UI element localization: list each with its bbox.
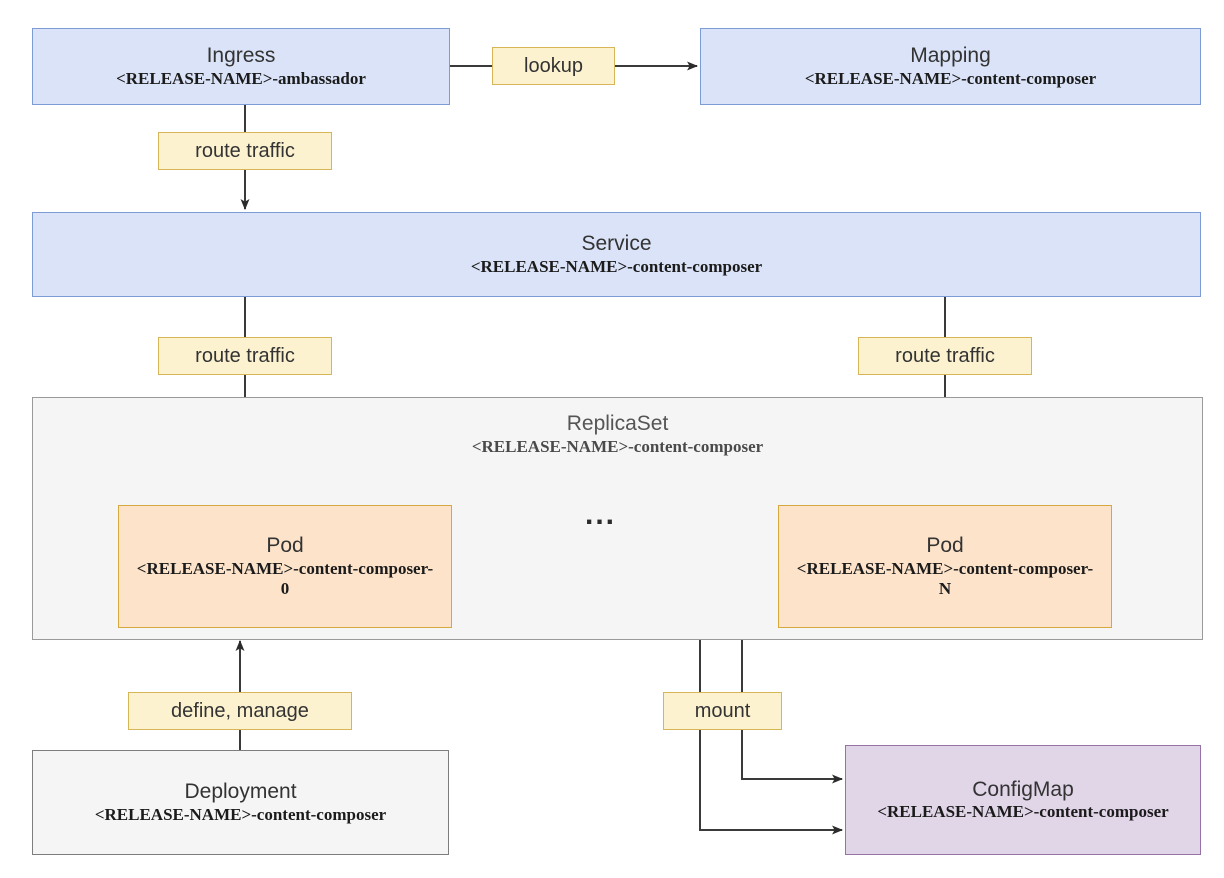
node-mapping[interactable]: Mapping <RELEASE-NAME>-content-composer [700, 28, 1201, 105]
pod-last-subtitle: <RELEASE-NAME>-content-composer-N [796, 558, 1094, 598]
edge-label-route-traffic-ingress-service[interactable]: route traffic [158, 132, 332, 170]
node-pod-first[interactable]: Pod <RELEASE-NAME>-content-composer-0 [118, 505, 452, 628]
edge-label-route-traffic-service-pod-last[interactable]: route traffic [858, 337, 1032, 375]
service-title: Service [581, 232, 652, 256]
node-service[interactable]: Service <RELEASE-NAME>-content-composer [32, 212, 1201, 297]
pod-last-title: Pod [926, 534, 964, 558]
mapping-subtitle: <RELEASE-NAME>-content-composer [804, 68, 1097, 88]
node-configmap[interactable]: ConfigMap <RELEASE-NAME>-content-compose… [845, 745, 1201, 855]
edge-label-define-manage[interactable]: define, manage [128, 692, 352, 730]
edge-label-lookup[interactable]: lookup [492, 47, 615, 85]
ingress-subtitle: <RELEASE-NAME>-ambassador [116, 68, 366, 88]
mapping-title: Mapping [910, 44, 991, 68]
node-pod-last[interactable]: Pod <RELEASE-NAME>-content-composer-N [778, 505, 1112, 628]
edge-label-mount[interactable]: mount [663, 692, 782, 730]
deployment-title: Deployment [184, 780, 297, 804]
node-deployment[interactable]: Deployment <RELEASE-NAME>-content-compos… [32, 750, 449, 855]
edge-label-route-traffic-service-pod-first[interactable]: route traffic [158, 337, 332, 375]
replicaset-title: ReplicaSet [566, 412, 669, 435]
deployment-subtitle: <RELEASE-NAME>-content-composer [94, 804, 387, 824]
pods-ellipsis: ... [585, 498, 617, 531]
ingress-title: Ingress [206, 44, 276, 68]
replicaset-subtitle: <RELEASE-NAME>-content-composer [471, 437, 764, 457]
node-ingress[interactable]: Ingress <RELEASE-NAME>-ambassador [32, 28, 450, 105]
pod-first-subtitle: <RELEASE-NAME>-content-composer-0 [136, 558, 434, 598]
configmap-title: ConfigMap [972, 777, 1074, 801]
pod-first-title: Pod [266, 534, 304, 558]
service-subtitle: <RELEASE-NAME>-content-composer [470, 256, 763, 276]
configmap-subtitle: <RELEASE-NAME>-content-composer [877, 802, 1169, 822]
